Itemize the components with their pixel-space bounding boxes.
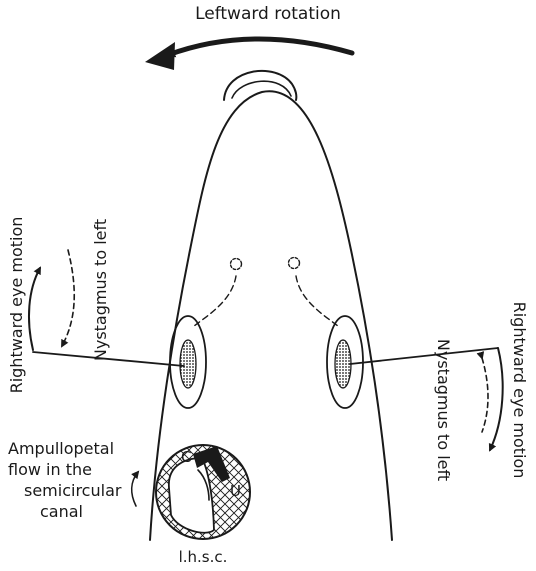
ampullopetal-line-2: flow in the bbox=[8, 460, 92, 479]
rotation-arrow-head-icon bbox=[145, 42, 175, 70]
cupula bbox=[193, 446, 230, 482]
ampullopetal-line-4: canal bbox=[40, 502, 83, 521]
right-eye-motion-label: Rightward eye motion bbox=[510, 302, 529, 479]
rotation-label: Leftward rotation bbox=[195, 4, 341, 24]
canal-abbrev-label: l.h.s.c. bbox=[179, 548, 228, 566]
left-eye-motion-label: Rightward eye motion bbox=[7, 217, 26, 394]
left-eye-motion-arrow-icon bbox=[27, 266, 41, 351]
left-nystagmus-label: Nystagmus to left bbox=[91, 219, 110, 361]
left-eye-pointer bbox=[32, 351, 185, 367]
left-eye-pupil bbox=[179, 339, 197, 389]
right-dashed-connector bbox=[295, 275, 339, 327]
left-nostril-marker bbox=[229, 257, 243, 271]
left-eye-outer bbox=[169, 315, 207, 409]
nose-inner bbox=[231, 80, 292, 99]
right-eye-pupil bbox=[334, 339, 352, 389]
left-dashed-connector bbox=[193, 275, 237, 327]
right-nystagmus-label: Nystagmus to left bbox=[434, 339, 453, 481]
right-eye-motion-arrow-icon bbox=[488, 347, 504, 452]
canal-flow-line bbox=[197, 469, 210, 501]
canal-lumen bbox=[168, 457, 215, 534]
ampullopetal-arrow-icon bbox=[130, 470, 140, 507]
nose bbox=[223, 70, 298, 101]
cupula-label: C bbox=[181, 448, 191, 466]
rotation-arrow-icon bbox=[165, 36, 355, 58]
right-eye-pointer bbox=[349, 347, 499, 365]
utricle-label: U bbox=[230, 482, 241, 500]
ampullopetal-line-3: semicircular bbox=[24, 481, 122, 500]
ampullopetal-line-1: Ampullopetal bbox=[8, 439, 114, 458]
right-nostril-marker bbox=[287, 256, 301, 270]
left-nystagmus-arrow-icon bbox=[61, 249, 75, 348]
right-nystagmus-arrow-icon bbox=[476, 351, 489, 433]
